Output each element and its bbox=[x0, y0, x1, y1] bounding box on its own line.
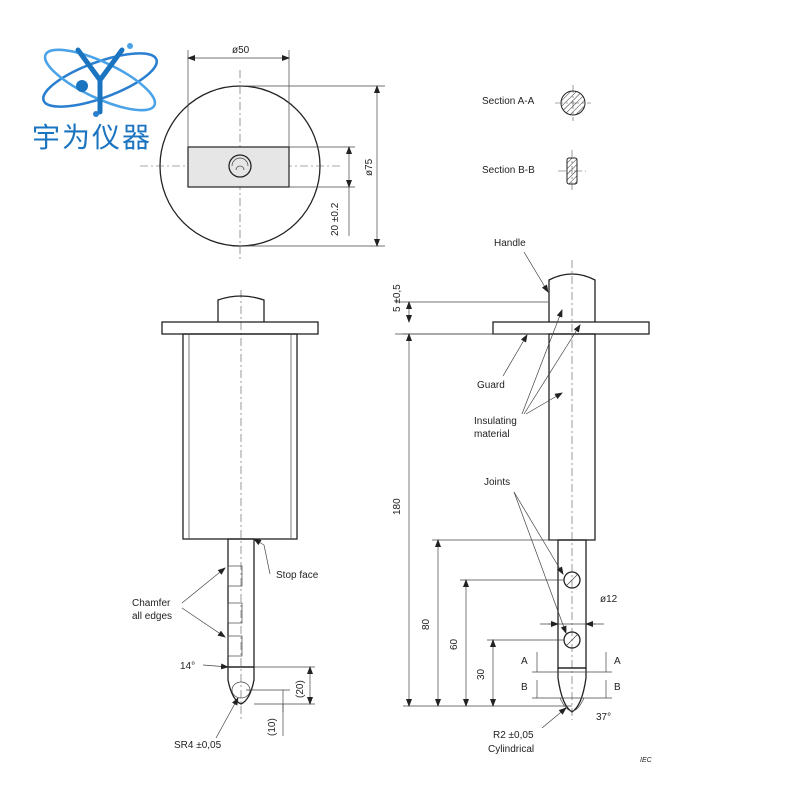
dim-20: 20 ±0.2 bbox=[330, 202, 341, 236]
section-a-label: Section A-A bbox=[482, 96, 535, 107]
label-guard: Guard bbox=[477, 380, 505, 391]
brand-name: 宇为仪器 bbox=[32, 121, 153, 154]
right-view: Handle 5 ±0,5 Guard Insulating material … bbox=[392, 238, 653, 764]
label-angle-37: 37° bbox=[596, 712, 611, 723]
section-mark-b-right: B bbox=[614, 682, 621, 693]
sections: Section A-A Section B-B bbox=[482, 85, 591, 192]
dim-20-paren: (20) bbox=[295, 680, 306, 698]
dim-dia12: ø12 bbox=[600, 594, 618, 605]
label-angle-14: 14° bbox=[180, 661, 195, 672]
label-iec: IEC bbox=[640, 757, 653, 764]
left-view: Stop face Chamfer all edges 14° (20) (10… bbox=[132, 290, 319, 751]
dim-80: 80 bbox=[421, 618, 432, 630]
dim-30: 30 bbox=[476, 668, 487, 680]
label-chamfer-2: all edges bbox=[132, 611, 172, 622]
label-insulating-2: material bbox=[474, 429, 510, 440]
dim-10-paren: (10) bbox=[267, 718, 278, 736]
section-mark-b-left: B bbox=[521, 682, 528, 693]
label-joints: Joints bbox=[484, 477, 510, 488]
label-chamfer-1: Chamfer bbox=[132, 598, 171, 609]
label-insulating-1: Insulating bbox=[474, 416, 517, 427]
dim-180: 180 bbox=[392, 498, 403, 515]
atom-y-logo-icon bbox=[42, 43, 158, 117]
label-r2: R2 ±0,05 bbox=[493, 730, 534, 741]
section-mark-a-right: A bbox=[614, 656, 621, 667]
label-handle: Handle bbox=[494, 238, 526, 249]
dim-dia75: ø75 bbox=[364, 158, 375, 176]
top-view: ø50 ø75 20 ±0.2 bbox=[140, 45, 385, 262]
label-cylindrical: Cylindrical bbox=[488, 744, 534, 755]
dim-60: 60 bbox=[449, 638, 460, 650]
dim-dia50: ø50 bbox=[232, 45, 250, 56]
label-stop-face: Stop face bbox=[276, 570, 319, 581]
section-b-label: Section B-B bbox=[482, 165, 535, 176]
dim-5: 5 ±0,5 bbox=[392, 284, 403, 312]
section-mark-a-left: A bbox=[521, 656, 528, 667]
label-sr4: SR4 ±0,05 bbox=[174, 740, 222, 751]
